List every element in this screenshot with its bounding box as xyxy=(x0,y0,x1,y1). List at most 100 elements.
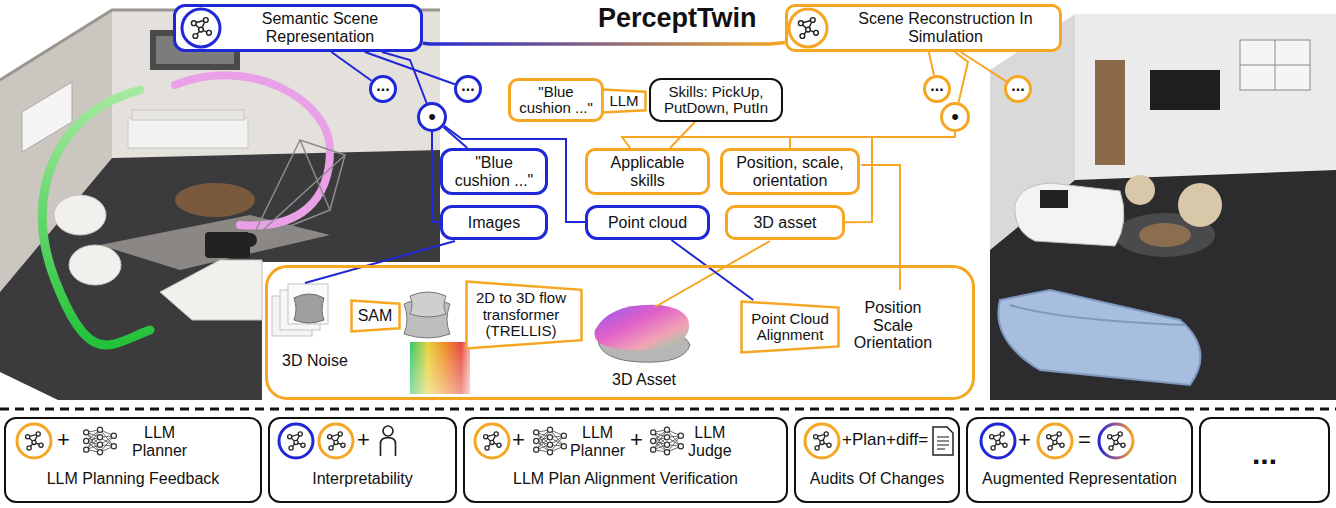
node-label: ... xyxy=(1252,437,1277,470)
pipeline-illustration xyxy=(594,305,689,350)
more-circle: ... xyxy=(923,75,951,103)
text-box: "Blue cushion ..." xyxy=(508,78,604,122)
node-label: Applicable skills xyxy=(598,154,698,189)
trellis-trapezoid: 2D to 3D flow transformer (TRELLIS) xyxy=(465,280,583,350)
trapezoid-shape xyxy=(467,282,582,349)
left-room xyxy=(175,75,330,225)
node-label: 2D to 3D flow transformer (TRELLIS) xyxy=(473,290,569,340)
use-case-label: LLM Plan Alignment Verification xyxy=(465,470,786,488)
right-room xyxy=(1075,14,1336,180)
equals-sign: = xyxy=(1078,428,1091,452)
left-room xyxy=(0,10,440,400)
trapezoid-shape xyxy=(603,90,646,113)
left-room xyxy=(160,260,262,320)
pipeline-illustration xyxy=(410,292,446,317)
use-case-box: + Interpretability xyxy=(268,417,457,503)
graph-icon xyxy=(1038,424,1072,458)
right-room xyxy=(998,290,1200,385)
right-room xyxy=(1240,40,1310,90)
node-label: Point Cloud Alignment xyxy=(748,311,832,344)
more-box: ... xyxy=(1199,417,1330,503)
graph-icon xyxy=(182,9,220,47)
pipeline-illustration xyxy=(410,342,470,394)
left-room xyxy=(54,195,106,235)
more-circle: ... xyxy=(369,75,397,103)
node-label: Scene Reconstruction In Simulation xyxy=(857,10,1035,45)
use-case-box: +LLM Planner+LLM JudgeLLM Plan Alignment… xyxy=(463,417,788,503)
plus-sign: + xyxy=(357,428,370,452)
graph-icon xyxy=(805,424,839,458)
use-case-label: Interpretability xyxy=(270,470,455,488)
node-label: Point cloud xyxy=(608,214,687,232)
pipeline-illustration xyxy=(288,284,328,324)
node-label: Skills: PickUp, PutDown, PutIn xyxy=(656,84,776,117)
more-circle: ... xyxy=(1004,75,1032,103)
right-room xyxy=(1095,60,1125,165)
node-label: "Blue cushion ..." xyxy=(452,154,536,189)
use-case-label: LLM Planning Feedback xyxy=(6,470,260,488)
graph-icon xyxy=(319,424,353,458)
llm-label: LLM Judge xyxy=(688,424,732,459)
connector-line xyxy=(955,52,968,102)
right-room xyxy=(1150,70,1220,110)
connector-line xyxy=(432,132,440,222)
use-case-label: Audits Of Changes xyxy=(796,470,958,488)
pipeline-illustration xyxy=(655,241,770,307)
trapezoid-shape xyxy=(742,302,839,353)
graph-icon xyxy=(990,432,1008,450)
connector-line xyxy=(443,127,467,148)
graph-icon xyxy=(1108,432,1126,450)
network-icon xyxy=(84,427,684,455)
graph-icon xyxy=(26,432,43,450)
node-label: LLM xyxy=(609,93,638,110)
noise-label: 3D Noise xyxy=(282,352,348,370)
sam-trapezoid: SAM xyxy=(350,299,401,333)
graph-icon xyxy=(17,424,51,458)
left-room xyxy=(128,118,248,148)
left-room xyxy=(205,232,250,258)
connector-line xyxy=(929,52,934,75)
plus-sign: + xyxy=(1018,428,1031,452)
node-label: Semantic Scene Representation xyxy=(225,10,415,45)
use-case-box: +LLM PlannerLLM Planning Feedback xyxy=(4,417,262,503)
network-icon xyxy=(84,427,117,455)
skills-box: Skills: PickUp, PutDown, PutIn xyxy=(649,78,783,122)
images-box: Images xyxy=(440,205,548,240)
left-room xyxy=(0,150,440,400)
graph-icon xyxy=(1099,424,1133,458)
node-label: ... xyxy=(461,77,474,95)
graph-icon xyxy=(798,18,818,39)
pointcloud-box: Point cloud xyxy=(585,205,710,240)
connector-line xyxy=(423,42,785,44)
graph-icon xyxy=(789,9,827,47)
left-room xyxy=(175,183,255,217)
network-icon xyxy=(651,427,684,455)
left-room xyxy=(42,90,150,345)
right-room xyxy=(1125,175,1155,205)
pose-box: Position, scale, orientation xyxy=(720,148,860,195)
text-box: "Blue cushion ..." xyxy=(440,148,548,195)
graph-icon xyxy=(328,432,346,450)
node-label: "Blue cushion ..." xyxy=(516,84,596,117)
use-case-label: Augmented Representation xyxy=(968,470,1191,488)
node-label: • xyxy=(951,105,959,129)
branch-dot: • xyxy=(940,102,970,132)
representation-box: Scene Reconstruction In Simulation xyxy=(785,4,1062,52)
connector-line xyxy=(961,52,1007,81)
asset-box: 3D asset xyxy=(725,205,845,240)
node-label: ... xyxy=(1011,77,1024,95)
pipeline-panel: 3D Noise3D AssetPosition Scale Orientati… xyxy=(265,265,975,400)
right-room xyxy=(1040,190,1068,208)
llm-label: LLM Planner xyxy=(570,424,625,459)
graph-icon xyxy=(484,432,502,450)
branch-dot: • xyxy=(417,102,447,132)
node-label: Position, scale, orientation xyxy=(730,154,850,189)
llm-label: LLM Planner xyxy=(132,424,187,459)
connector-line xyxy=(670,122,695,148)
graph-icon xyxy=(981,424,1015,458)
formula-label: +Plan+diff= xyxy=(842,431,928,450)
use-case-box: + = Augmented Representation xyxy=(966,417,1193,503)
